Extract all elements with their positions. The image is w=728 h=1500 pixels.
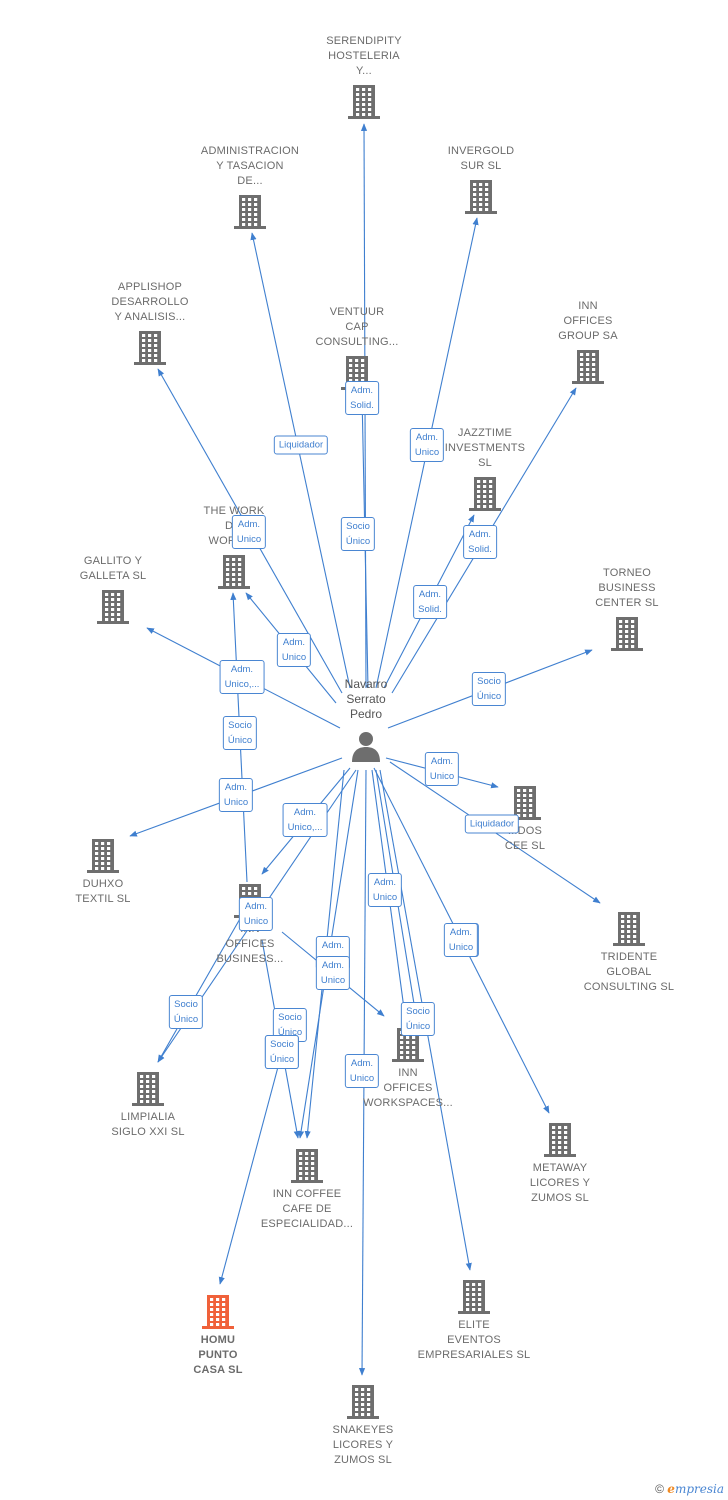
- building-icon: [87, 837, 119, 873]
- relation-label-serendipity[interactable]: Adm.Solid.: [345, 381, 379, 415]
- building-icon: [572, 348, 604, 384]
- building-icon: [458, 1278, 490, 1314]
- building-icon: [234, 193, 266, 229]
- building-icon: [202, 1293, 234, 1329]
- building-icon: [132, 1070, 164, 1106]
- relation-label-snakeyes[interactable]: Adm.Unico: [344, 1054, 380, 1088]
- relation-label-inn-offices-workspaces[interactable]: Adm.Unico: [367, 873, 403, 907]
- relation-label-dos-cee[interactable]: Adm.Unico: [424, 752, 460, 786]
- edge-administracion: [250, 232, 351, 689]
- building-icon: [544, 1121, 576, 1157]
- building-icon: [611, 615, 643, 651]
- building-icon: [291, 1147, 323, 1183]
- building-icon: [613, 910, 645, 946]
- relation-label-the-work[interactable]: Adm.Unico: [276, 633, 312, 667]
- edge-limpialia: [157, 909, 246, 1063]
- empresia-logo: empresia: [667, 1482, 724, 1496]
- building-icon: [134, 329, 166, 365]
- building-icon: [348, 83, 380, 119]
- building-icon: [218, 553, 250, 589]
- building-icon: [392, 1026, 424, 1062]
- relation-label-jazztime[interactable]: Adm.Solid.: [463, 525, 497, 559]
- relation-label-duhxo[interactable]: Adm.Unico: [218, 778, 254, 812]
- building-icon: [509, 784, 541, 820]
- relation-label-inn-offices-business[interactable]: Adm.Unico,...: [282, 803, 328, 837]
- building-icon: [97, 588, 129, 624]
- relation-label-tridente[interactable]: Liquidador: [464, 814, 520, 834]
- copyright-symbol: ©: [655, 1482, 664, 1496]
- relation-label-administracion[interactable]: Liquidador: [273, 435, 329, 455]
- relation-label-inn-coffee[interactable]: Adm.Unico: [315, 956, 351, 990]
- relation-label-elite[interactable]: Adm.Unico: [443, 923, 479, 957]
- relation-label-applishop[interactable]: Adm.Unico: [231, 515, 267, 549]
- building-icon: [465, 178, 497, 214]
- edge-homu: [218, 1051, 283, 1285]
- building-icon: [347, 1383, 379, 1419]
- relation-label-inn-offices-group[interactable]: Adm.Solid.: [413, 585, 447, 619]
- relation-label-limpialia[interactable]: Adm.Unico: [238, 897, 274, 931]
- person-icon: [349, 730, 383, 764]
- relation-label-invergold[interactable]: Adm.Unico: [409, 428, 445, 462]
- building-icon: [469, 475, 501, 511]
- footer-brand[interactable]: © empresia: [655, 1482, 724, 1496]
- relation-label-gallito[interactable]: Adm.Unico,...: [219, 660, 265, 694]
